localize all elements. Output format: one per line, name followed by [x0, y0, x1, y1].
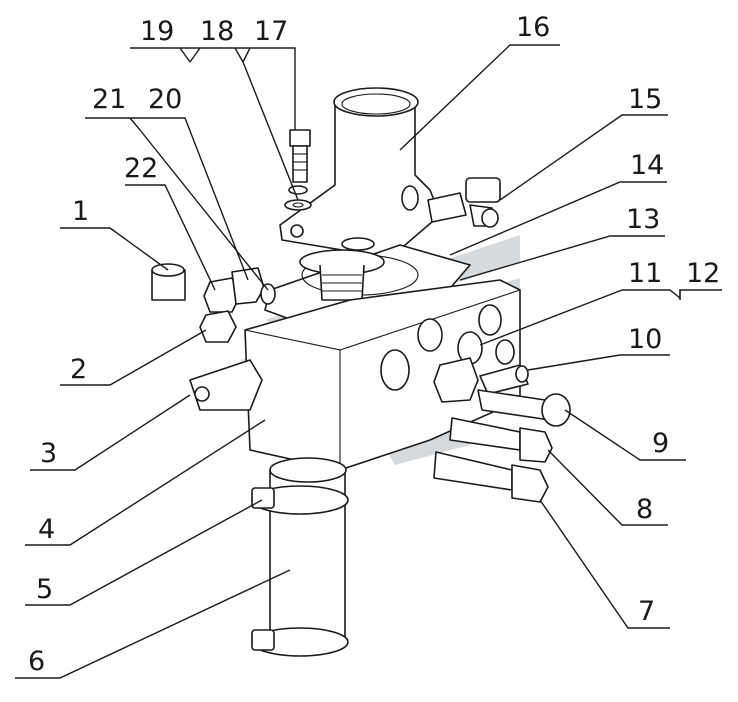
callout-1: 1: [72, 196, 89, 227]
part-5-hose-clamp-lower: [251, 627, 349, 657]
leader-lines: [15, 44, 722, 679]
callout-labels: 1 2 3 4 5 6 7 8 9 10 11 12 13 14 15 16 1…: [28, 12, 720, 677]
part-16-outlet-elbow: [279, 87, 441, 259]
callout-20: 20: [148, 84, 182, 115]
part-3-bracket: [189, 359, 263, 411]
callout-8: 8: [636, 494, 653, 525]
callout-18: 18: [200, 16, 234, 47]
callout-21: 21: [92, 84, 126, 115]
part-2-nut: [199, 310, 237, 343]
part-15-bleed-valve: [427, 177, 501, 228]
callout-6: 6: [28, 646, 45, 677]
part-21-fitting: [231, 267, 265, 305]
callout-19: 19: [140, 16, 174, 47]
part-9-banjo-fitting: [477, 389, 571, 427]
part-19-flat-washer: [284, 199, 312, 211]
callout-5: 5: [36, 574, 53, 605]
callout-22: 22: [124, 153, 158, 184]
callout-14: 14: [630, 150, 664, 181]
callout-15: 15: [628, 84, 662, 115]
part-7-bolt: [433, 451, 549, 503]
callout-16: 16: [516, 12, 550, 43]
callout-4: 4: [38, 514, 55, 545]
part-5-hose-clamp: [251, 485, 349, 515]
part-10-sensor: [479, 364, 529, 395]
part-8-bolt: [449, 417, 553, 463]
callout-10: 10: [628, 324, 662, 355]
callout-11: 11: [628, 258, 662, 289]
part-6-hose: [269, 457, 347, 641]
callout-12: 12: [686, 258, 720, 289]
callout-3: 3: [40, 438, 57, 469]
callout-2: 2: [70, 354, 87, 385]
part-18-spring-washer: [288, 185, 308, 195]
callout-13: 13: [626, 204, 660, 235]
callout-9: 9: [652, 428, 669, 459]
part-17-bolt: [289, 129, 311, 183]
callout-17: 17: [254, 16, 288, 47]
part-1-plug: [151, 263, 186, 301]
callout-7: 7: [638, 596, 655, 627]
part-20-sealing-ring: [260, 283, 276, 305]
part-12-union-nut: [433, 357, 479, 403]
